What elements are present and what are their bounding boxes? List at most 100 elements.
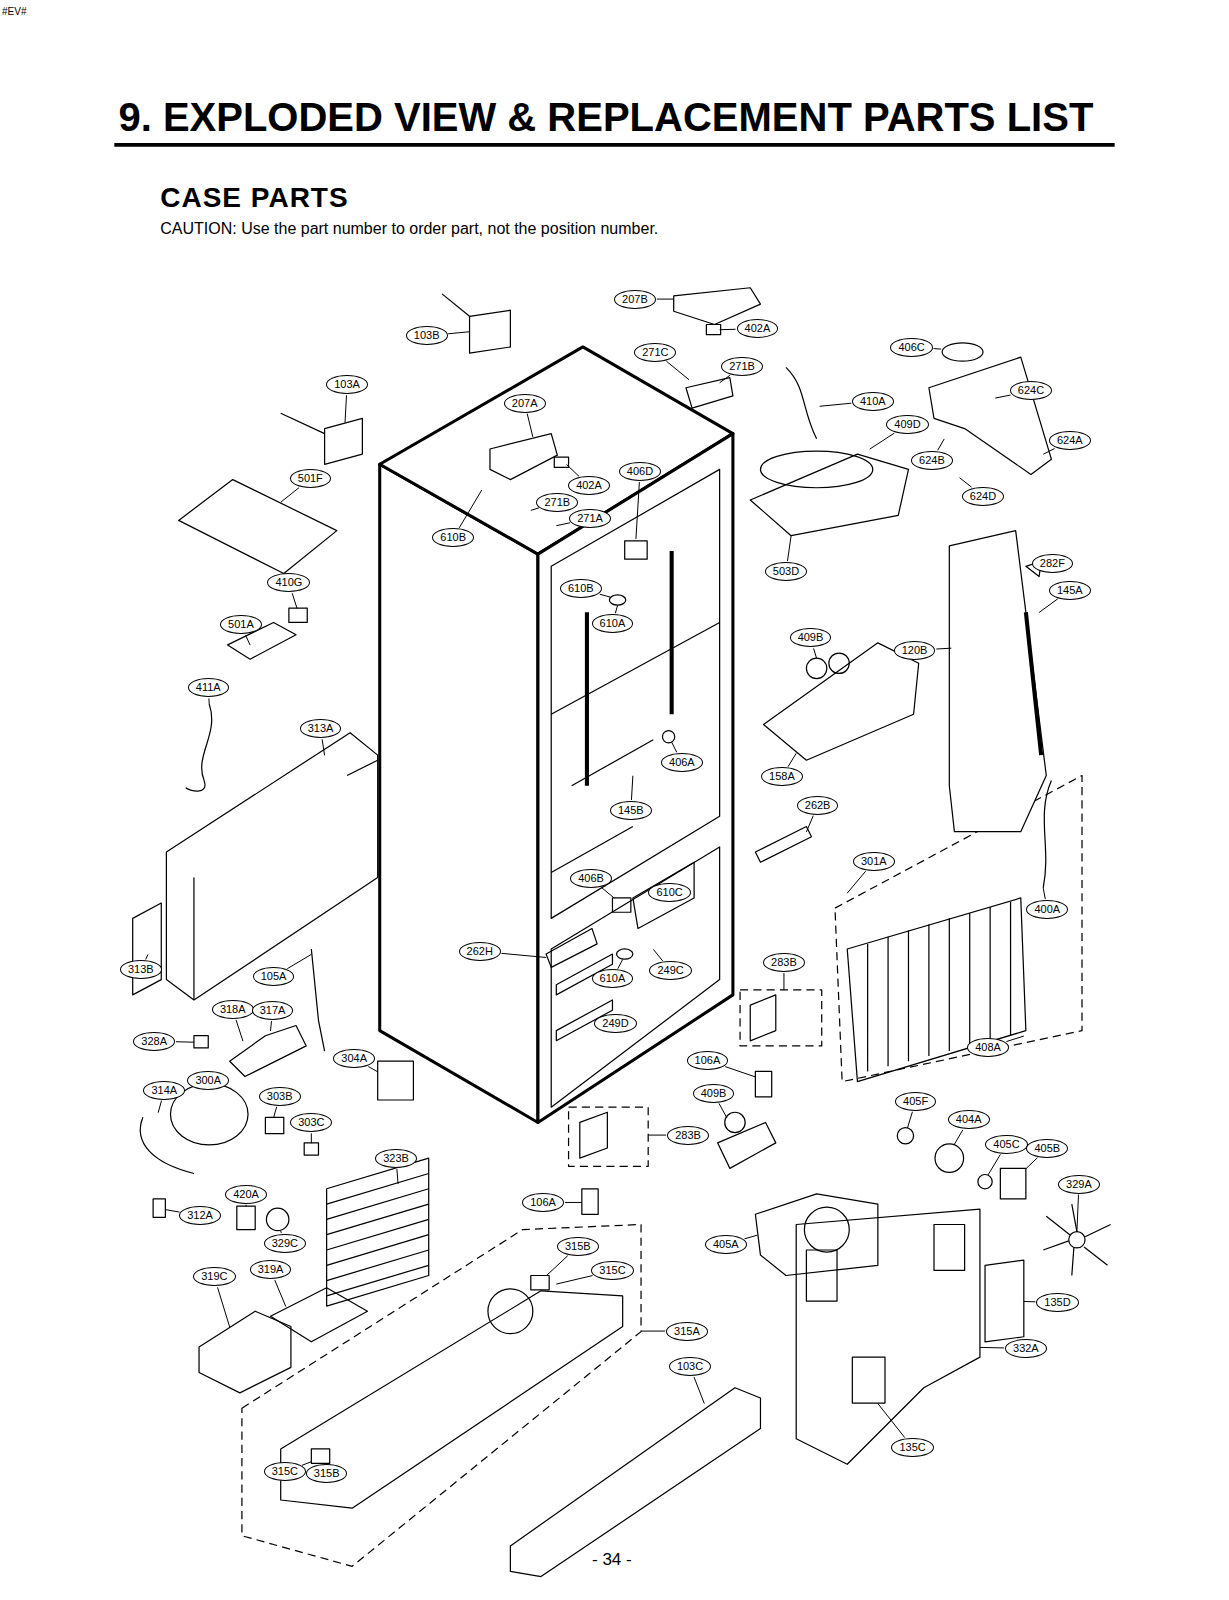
leader-line <box>615 605 617 613</box>
leader-line <box>878 1404 905 1438</box>
callout-oval: 315C <box>264 1462 306 1481</box>
callout-oval: 207A <box>504 394 546 413</box>
leader-line <box>666 361 689 379</box>
callout-oval: 402A <box>737 319 779 338</box>
callout-number: 249D <box>602 1017 628 1029</box>
callout-number: 282F <box>1040 557 1065 569</box>
callout-number: 249C <box>657 964 683 976</box>
callout-number: 501A <box>228 618 254 630</box>
leader-line <box>165 1210 179 1212</box>
callout-oval: 282F <box>1032 554 1073 573</box>
callout-oval: 315B <box>557 1237 599 1256</box>
callout-number: 408A <box>975 1041 1001 1053</box>
leader-line <box>960 478 972 487</box>
callout-oval: 328A <box>133 1032 175 1051</box>
callout-number: 610B <box>440 531 466 543</box>
leader-line <box>565 1202 582 1203</box>
callout-number: 271C <box>642 346 668 358</box>
callout-oval: 158A <box>761 767 803 786</box>
callout-number: 283B <box>771 956 797 968</box>
callout-number: 313B <box>128 963 154 975</box>
callout-number: 406B <box>578 872 604 884</box>
callout-number: 406C <box>898 341 924 353</box>
leader-line <box>531 508 539 511</box>
leader-line <box>1043 888 1045 899</box>
callout-oval: 400A <box>1026 900 1068 919</box>
callout-oval: 501A <box>220 615 262 634</box>
callout-number: 315B <box>565 1240 591 1252</box>
callout-oval: 301A <box>853 852 895 871</box>
callout-number: 271B <box>544 496 570 508</box>
callout-oval: 420A <box>225 1185 267 1204</box>
callout-oval: 304A <box>333 1049 375 1068</box>
leader-line <box>636 482 639 539</box>
callout-number: 105A <box>261 970 287 982</box>
callout-oval: 409D <box>886 415 928 434</box>
callout-number: 303C <box>298 1116 324 1128</box>
leader-line <box>302 1462 311 1466</box>
callout-number: 120B <box>902 644 928 656</box>
callout-number: 319C <box>201 1270 227 1282</box>
callout-number: 402A <box>745 322 771 334</box>
callout-number: 301A <box>861 855 887 867</box>
callout-number: 207B <box>622 293 648 305</box>
callout-number: 315B <box>314 1467 340 1479</box>
callout-oval: 624D <box>962 487 1004 506</box>
callout-oval: 106A <box>687 1051 729 1070</box>
leader-line <box>1043 449 1054 455</box>
callout-oval: 103A <box>326 375 368 394</box>
leader-line <box>1077 1195 1079 1232</box>
leader-line <box>368 1067 377 1072</box>
leader-line <box>648 1135 666 1136</box>
callout-number: 501F <box>298 472 323 484</box>
leader-line <box>556 523 570 526</box>
leader-line <box>448 332 469 334</box>
callout-number: 409B <box>701 1087 727 1099</box>
callout-number: 106A <box>695 1054 721 1066</box>
callout-number: 329A <box>1066 1178 1092 1190</box>
callout-number: 103A <box>334 378 360 390</box>
callout-number: 404A <box>956 1113 982 1125</box>
leader-line <box>870 433 895 449</box>
leader-line <box>567 464 580 476</box>
callout-oval: 501F <box>290 469 331 488</box>
callout-oval: 610B <box>560 579 602 598</box>
leader-line <box>720 375 730 383</box>
leader-line <box>672 742 677 752</box>
callout-number: 271B <box>729 360 755 372</box>
callout-oval: 405F <box>895 1092 936 1111</box>
leader-line <box>725 1067 755 1077</box>
callout-number: 328A <box>141 1035 167 1047</box>
callout-number: 315A <box>674 1325 700 1337</box>
leader-line <box>936 648 951 650</box>
leader-line <box>208 698 209 704</box>
callout-oval: 624A <box>1049 431 1091 450</box>
callout-oval: 624B <box>911 451 953 470</box>
leader-line <box>653 949 662 961</box>
leader-line <box>600 594 611 597</box>
callout-oval: 249C <box>649 961 691 980</box>
callout-oval: 329C <box>264 1234 306 1253</box>
callout-number: 624A <box>1057 434 1083 446</box>
leader-line <box>556 1276 592 1285</box>
callout-number: 410A <box>860 395 886 407</box>
callout-oval: 314A <box>143 1081 185 1100</box>
callout-oval: 406B <box>570 869 612 888</box>
leader-line <box>158 1101 161 1113</box>
leader-line <box>397 1169 398 1184</box>
leader-line <box>322 739 324 755</box>
callout-oval: 271A <box>569 509 611 528</box>
callout-number: 158A <box>769 770 795 782</box>
leader-line <box>1006 1036 1023 1041</box>
leader-line <box>806 816 813 832</box>
callout-number: 624D <box>970 490 996 502</box>
leader-line <box>311 1133 312 1143</box>
leader-line <box>657 299 674 300</box>
leader-line <box>907 1112 912 1128</box>
callout-oval: 135D <box>1036 1293 1078 1312</box>
leader-line <box>292 593 297 608</box>
callout-oval: 410A <box>852 392 894 411</box>
callout-oval: 315C <box>591 1261 633 1280</box>
leader-line <box>236 1020 243 1041</box>
callout-number: 262H <box>467 945 493 957</box>
